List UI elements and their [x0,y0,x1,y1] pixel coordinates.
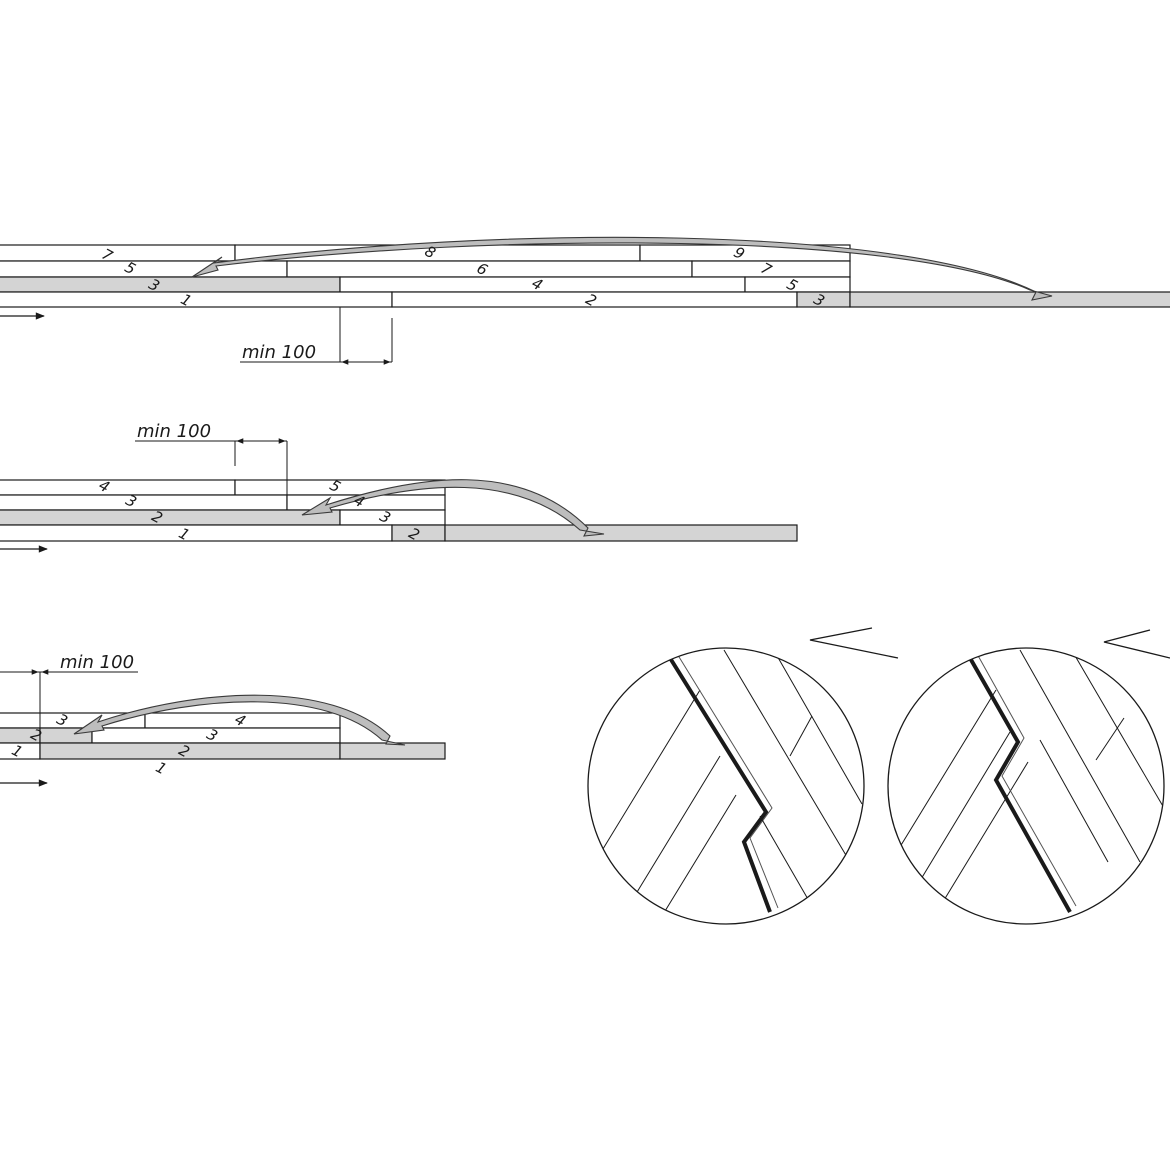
joint-detail-stepped [887,629,1170,925]
angle-mark [809,627,899,659]
board-number: 1 [153,758,170,778]
stage-3-layout: min 100 3 2 1 4 3 2 1 [0,652,446,787]
board [0,244,236,262]
stage-2-layout: min 100 4 3 2 1 5 4 3 2 [0,421,798,553]
board [0,260,288,278]
rotation-arrow [191,236,1053,301]
rotation-arrow [73,694,406,746]
angle-mark [1103,629,1170,659]
dimension-label: min 100 [137,421,211,442]
rotation-arrow [301,479,605,537]
joint-detail-angled [587,627,899,925]
board [0,479,236,496]
dimension-label: min 100 [60,652,134,673]
stage-1-layout: min 100 7 5 3 8 6 4 1 2 9 7 5 3 [0,236,1170,365]
board-grey-laid [444,524,798,542]
board [0,291,393,308]
board-grey-laid [849,291,1170,308]
board [0,524,393,542]
board-grey [0,509,341,526]
board-grey-laid [339,742,446,760]
dimension-label: min 100 [242,342,316,363]
board-grey [0,276,341,293]
board [0,494,288,511]
